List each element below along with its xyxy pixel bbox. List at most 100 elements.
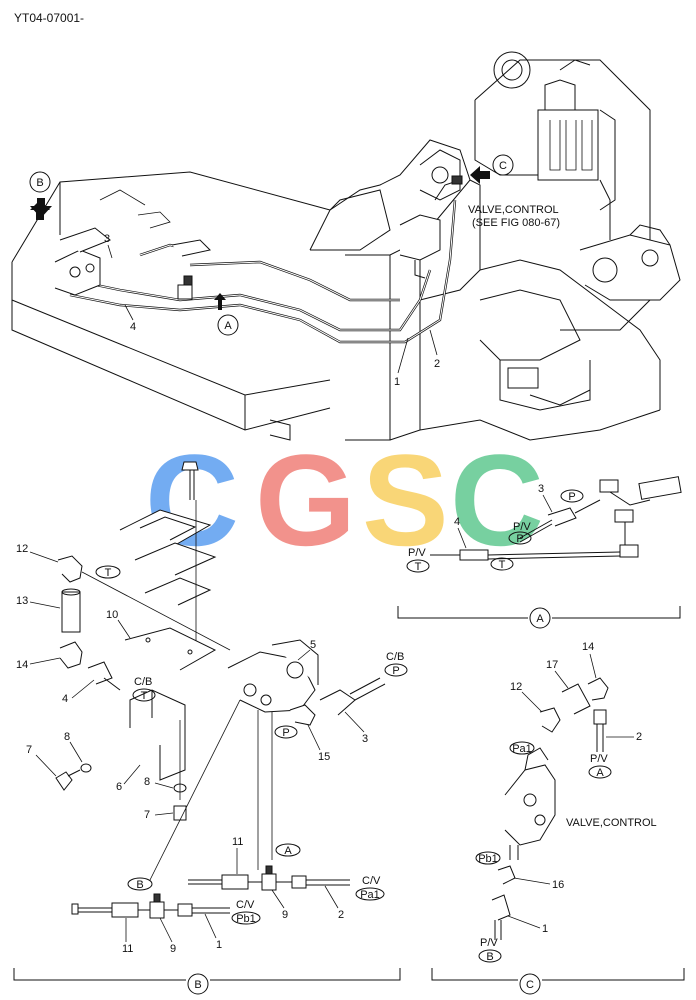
port-tag-p-item15: P xyxy=(274,725,298,739)
view-c-detail xyxy=(491,677,609,940)
part-number-3-top: 3 xyxy=(104,233,110,245)
arrow-a-top xyxy=(214,293,226,310)
svg-text:Pa1: Pa1 xyxy=(512,743,532,755)
svg-text:A: A xyxy=(596,767,604,779)
svg-text:Pa1: Pa1 xyxy=(360,889,380,901)
port-label-cb-t: C/B xyxy=(134,676,152,688)
part-number-4-view-a: 4 xyxy=(454,516,460,528)
part-number-8-lower: 8 xyxy=(144,776,150,788)
svg-text:P: P xyxy=(392,665,399,677)
port-tag-t-view-a-2: T xyxy=(490,557,514,571)
port-label-pv-view-c-1: P/V xyxy=(590,753,608,765)
svg-text:C: C xyxy=(526,979,534,991)
part-number-7-upper: 7 xyxy=(26,744,32,756)
svg-text:T: T xyxy=(499,559,506,571)
port-tag-p-view-a-2: P xyxy=(508,531,532,545)
port-tag-p-item3: P xyxy=(384,663,408,677)
port-tag-b-view-c: B xyxy=(478,949,502,963)
port-label-cv-pa1: C/V xyxy=(362,875,381,887)
svg-text:Pb1: Pb1 xyxy=(478,853,498,865)
part-number-16: 16 xyxy=(552,879,564,891)
hose-routing xyxy=(54,199,457,344)
svg-text:B: B xyxy=(136,879,143,891)
part-number-9-lower: 9 xyxy=(170,943,176,955)
port-tag-a-view-c: A xyxy=(588,765,612,779)
port-tag-b-view-b: B xyxy=(127,877,153,891)
svg-text:Pb1: Pb1 xyxy=(236,913,256,925)
part-number-2-view-c: 2 xyxy=(636,731,642,743)
part-number-11-lower: 11 xyxy=(122,943,133,955)
machine-frame-drawing xyxy=(11,51,681,441)
port-label-pv-view-a-1: P/V xyxy=(513,521,531,533)
svg-text:P: P xyxy=(568,491,575,503)
svg-text:B: B xyxy=(194,979,201,991)
port-tag-t-view-a-1: T xyxy=(406,559,430,573)
part-number-3-left: 3 xyxy=(362,733,368,745)
view-marker-c-top: C xyxy=(492,154,514,176)
svg-text:A: A xyxy=(536,613,544,625)
part-number-2-top: 2 xyxy=(434,358,440,370)
port-tag-pa1: Pa1 xyxy=(355,887,385,901)
exploded-assembly xyxy=(55,461,386,881)
svg-text:T: T xyxy=(105,567,112,579)
view-c-bracket xyxy=(431,968,518,981)
view-b-detail xyxy=(71,865,350,919)
port-tag-a-view-b: A xyxy=(275,843,301,857)
port-label-pv-view-a-2: P/V xyxy=(408,547,426,559)
arrow-c-top xyxy=(470,166,490,184)
part-number-8-upper: 8 xyxy=(64,731,70,743)
part-number-4-top: 4 xyxy=(130,321,136,333)
part-number-1-view-b: 1 xyxy=(216,939,222,951)
callout-valve-line1: VALVE,CONTROL xyxy=(468,204,559,216)
part-number-3-view-a: 3 xyxy=(538,483,544,495)
svg-text:B: B xyxy=(486,951,493,963)
port-tag-t-item12: T xyxy=(95,565,121,579)
part-number-12-view-c: 12 xyxy=(510,681,522,693)
part-number-4-left: 4 xyxy=(62,693,68,705)
port-tag-pb1: Pb1 xyxy=(231,911,261,925)
part-number-14-left: 14 xyxy=(16,659,28,671)
port-tag-pb1-view-c: Pb1 xyxy=(475,851,501,865)
svg-text:C: C xyxy=(499,160,507,172)
svg-text:P: P xyxy=(282,727,289,739)
svg-text:A: A xyxy=(224,320,232,332)
document-code: YT04-07001- xyxy=(14,11,84,25)
view-a-bracket xyxy=(397,606,528,619)
callout-valve-line2: (SEE FIG 080-67) xyxy=(472,217,560,229)
part-number-10: 10 xyxy=(106,609,118,621)
port-tag-p-view-a-1: P xyxy=(560,489,584,503)
svg-text:A: A xyxy=(284,845,292,857)
part-number-11-upper: 11 xyxy=(232,836,243,848)
port-label-pv-view-c-2: P/V xyxy=(480,937,498,949)
arrow-b-top xyxy=(30,198,52,218)
valve-control-label: VALVE,CONTROL xyxy=(566,817,657,829)
svg-text:T: T xyxy=(415,561,422,573)
view-marker-a-top: A xyxy=(217,314,239,336)
view-a-label: A xyxy=(529,607,551,629)
watermark-letter-4: C xyxy=(450,427,544,573)
view-b-bracket xyxy=(13,968,186,981)
watermark-letter-3: S xyxy=(362,427,449,573)
part-number-5: 5 xyxy=(310,639,316,651)
part-number-7-lower: 7 xyxy=(144,809,150,821)
port-tag-pa1-view-c: Pa1 xyxy=(509,741,535,755)
part-number-6: 6 xyxy=(116,781,122,793)
view-c-label: C xyxy=(519,973,541,995)
part-number-9-upper: 9 xyxy=(282,909,288,921)
part-number-1-view-c: 1 xyxy=(542,923,548,935)
part-number-17: 17 xyxy=(546,659,558,671)
part-number-15: 15 xyxy=(318,751,330,763)
part-number-2-view-b: 2 xyxy=(338,909,344,921)
svg-text:B: B xyxy=(36,177,43,189)
port-label-cv-pb1: C/V xyxy=(236,899,255,911)
svg-text:P: P xyxy=(516,533,523,545)
port-label-cb-p: C/B xyxy=(386,651,404,663)
view-a-detail xyxy=(430,476,682,561)
part-number-13: 13 xyxy=(16,595,28,607)
watermark-letter-2: G xyxy=(255,427,356,573)
part-number-1-top: 1 xyxy=(394,376,400,388)
port-tag-t-item4: T xyxy=(132,688,156,702)
part-number-12-left: 12 xyxy=(16,543,28,555)
svg-text:T: T xyxy=(141,690,148,702)
